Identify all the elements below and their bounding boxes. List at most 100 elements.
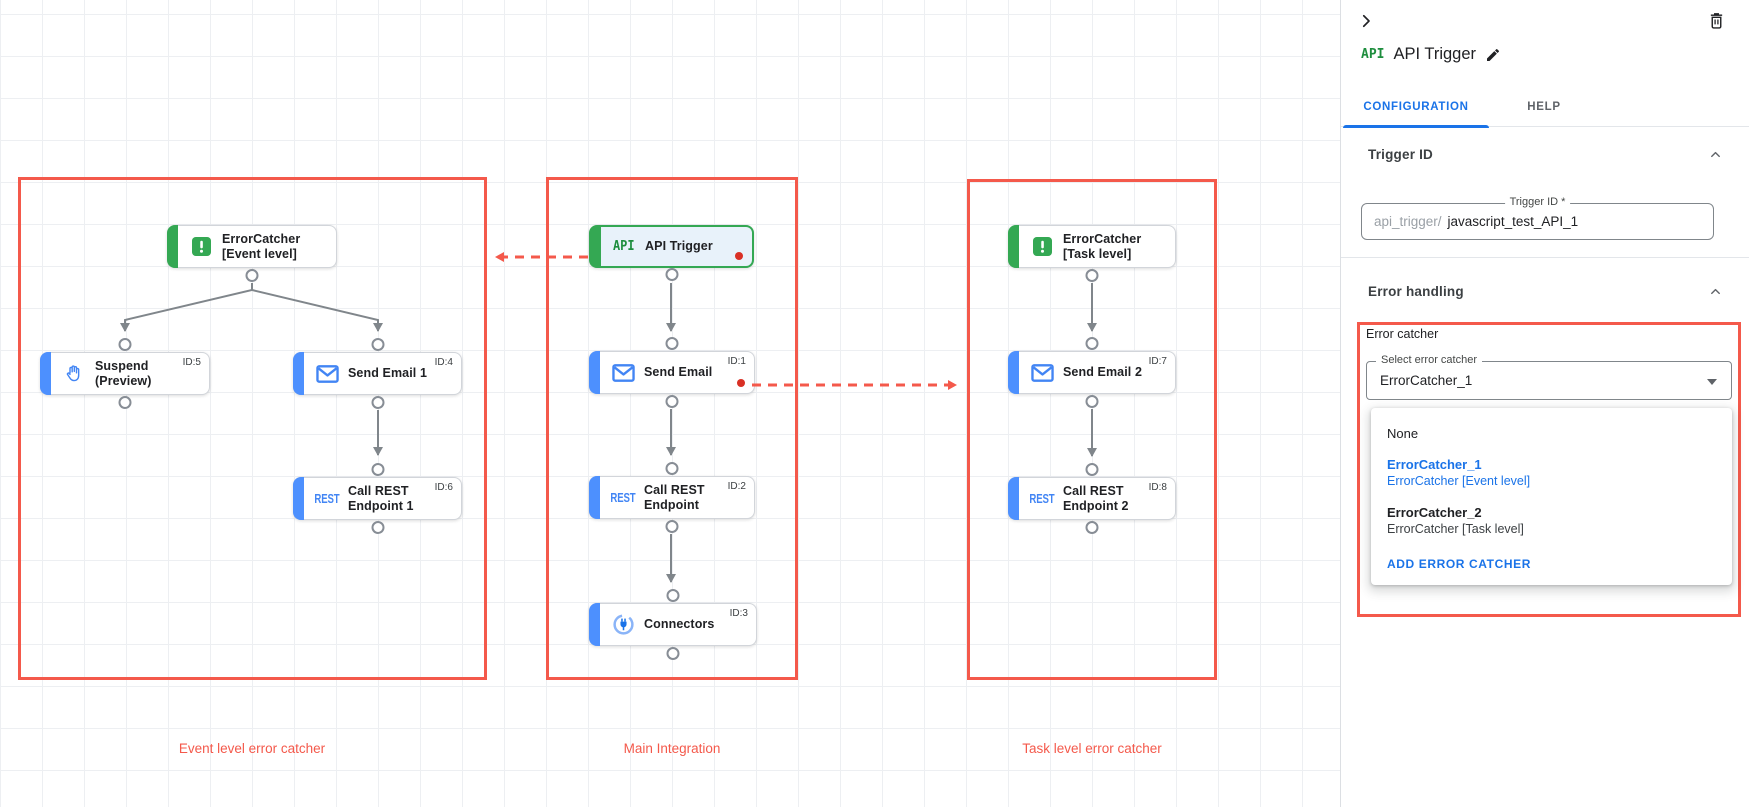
node-id-badge: ID:1 (727, 356, 746, 367)
node-port-bottom[interactable] (666, 647, 680, 660)
node-port-top[interactable] (665, 337, 679, 350)
menu-option-errorcatcher-2[interactable]: ErrorCatcher_2 ErrorCatcher [Task level] (1371, 497, 1732, 545)
node-connectors[interactable]: Connectors ID:3 (589, 589, 757, 660)
rest-icon: REST (610, 490, 636, 505)
node-port-bottom[interactable] (665, 395, 679, 408)
trigger-id-field-label: Trigger ID * (1504, 196, 1571, 208)
node-port-top[interactable] (665, 462, 679, 475)
menu-option-none[interactable]: None (1387, 426, 1419, 441)
event-level-group (18, 177, 487, 680)
error-catcher-highlight-box (1357, 322, 1741, 617)
trigger-id-field[interactable]: Trigger ID * api_trigger/ javascript_tes… (1361, 196, 1714, 240)
error-catcher-select[interactable]: Select error catcher ErrorCatcher_1 (1366, 354, 1732, 400)
api-icon: API (613, 239, 635, 254)
collapse-trigger-section-icon[interactable] (1708, 147, 1723, 162)
canvas[interactable]: Event level error catcher Main Integratio… (0, 0, 1340, 807)
group-label: Event level error catcher (178, 741, 326, 756)
config-panel: API API Trigger CONFIGURATION HELP Trigg… (1340, 0, 1749, 807)
node-id-badge: ID:8 (1148, 482, 1167, 493)
node-error-catcher-event[interactable]: ErrorCatcher[Event level] (167, 225, 337, 282)
node-accent-bar (293, 477, 304, 520)
mail-icon (1027, 363, 1057, 382)
node-port-bottom[interactable] (665, 268, 678, 281)
error-catcher-dropdown-menu: None ErrorCatcher_1 ErrorCatcher [Event … (1371, 408, 1732, 585)
trigger-id-value: javascript_test_API_1 (1447, 214, 1579, 229)
node-label: ErrorCatcher[Task level] (1063, 231, 1142, 261)
node-api-trigger[interactable]: API API Trigger (589, 225, 754, 281)
main-integration-group (546, 177, 798, 680)
node-suspend[interactable]: Suspend(Preview) ID:5 (40, 338, 210, 409)
error-icon (186, 237, 216, 256)
error-icon (1027, 237, 1057, 256)
node-port-bottom[interactable] (1085, 269, 1099, 282)
node-port-bottom[interactable] (371, 521, 384, 534)
node-label: Send Email 1 (348, 366, 428, 380)
node-port-top[interactable] (371, 463, 384, 476)
node-port-bottom[interactable] (1085, 521, 1099, 534)
dropdown-caret-icon (1707, 379, 1717, 385)
mail-icon (312, 364, 342, 383)
flow-edges (120, 283, 1097, 583)
collapse-error-section-icon[interactable] (1708, 284, 1723, 299)
error-catcher-select-label: Select error catcher (1376, 354, 1482, 366)
node-accent-bar (589, 603, 600, 646)
panel-title: API Trigger (1393, 45, 1477, 63)
node-port-bottom[interactable] (245, 269, 259, 282)
error-link-arrows (495, 252, 957, 390)
task-level-group (967, 179, 1217, 680)
option-title: ErrorCatcher_2 (1387, 505, 1482, 520)
node-port-bottom[interactable] (1085, 395, 1099, 408)
node-label: API Trigger (645, 239, 713, 253)
edit-title-icon[interactable] (1485, 47, 1501, 63)
node-accent-bar (589, 476, 600, 519)
node-send-email[interactable]: Send Email ID:1 (589, 337, 755, 408)
error-attach-dot (737, 379, 745, 387)
node-accent-bar (590, 226, 601, 267)
group-label: Task level error catcher (1022, 741, 1162, 756)
connector-icon (608, 614, 638, 635)
rest-icon: REST (314, 491, 340, 506)
panel-tabs: CONFIGURATION HELP (1341, 86, 1749, 128)
node-port-top[interactable] (1085, 337, 1099, 350)
menu-option-errorcatcher-1[interactable]: ErrorCatcher_1 ErrorCatcher [Event level… (1371, 449, 1732, 497)
node-error-catcher-task[interactable]: ErrorCatcher[Task level] (1008, 225, 1176, 282)
node-port-top[interactable] (118, 338, 132, 351)
error-attach-dot (735, 252, 743, 260)
node-port-bottom[interactable] (665, 520, 679, 533)
group-label: Main Integration (623, 741, 721, 756)
collapse-panel-icon[interactable] (1357, 12, 1375, 30)
node-id-badge: ID:7 (1148, 356, 1167, 367)
node-port-bottom[interactable] (371, 396, 384, 409)
node-id-badge: ID:3 (729, 608, 748, 619)
node-accent-bar (167, 225, 178, 268)
node-port-bottom[interactable] (118, 396, 132, 409)
option-title: ErrorCatcher_1 (1387, 457, 1482, 472)
node-label: Suspend(Preview) (95, 358, 152, 388)
delete-icon[interactable] (1708, 11, 1725, 30)
node-label: Connectors (644, 617, 715, 631)
node-port-top[interactable] (371, 338, 384, 351)
node-label: Send Email (644, 365, 713, 379)
add-error-catcher-button[interactable]: ADD ERROR CATCHER (1387, 557, 1531, 571)
node-accent-bar (1008, 477, 1019, 520)
tab-help[interactable]: HELP (1527, 100, 1561, 113)
section-error-handling: Error handling (1368, 284, 1464, 299)
node-id-badge: ID:6 (434, 482, 453, 493)
node-port-top[interactable] (666, 589, 680, 602)
section-trigger-id: Trigger ID (1368, 147, 1434, 162)
node-id-badge: ID:5 (182, 357, 201, 368)
node-accent-bar (1008, 225, 1019, 268)
option-subtitle: ErrorCatcher [Task level] (1387, 522, 1524, 536)
error-catcher-label: Error catcher (1366, 327, 1439, 341)
node-port-top[interactable] (1085, 463, 1099, 476)
tab-configuration[interactable]: CONFIGURATION (1343, 86, 1489, 128)
